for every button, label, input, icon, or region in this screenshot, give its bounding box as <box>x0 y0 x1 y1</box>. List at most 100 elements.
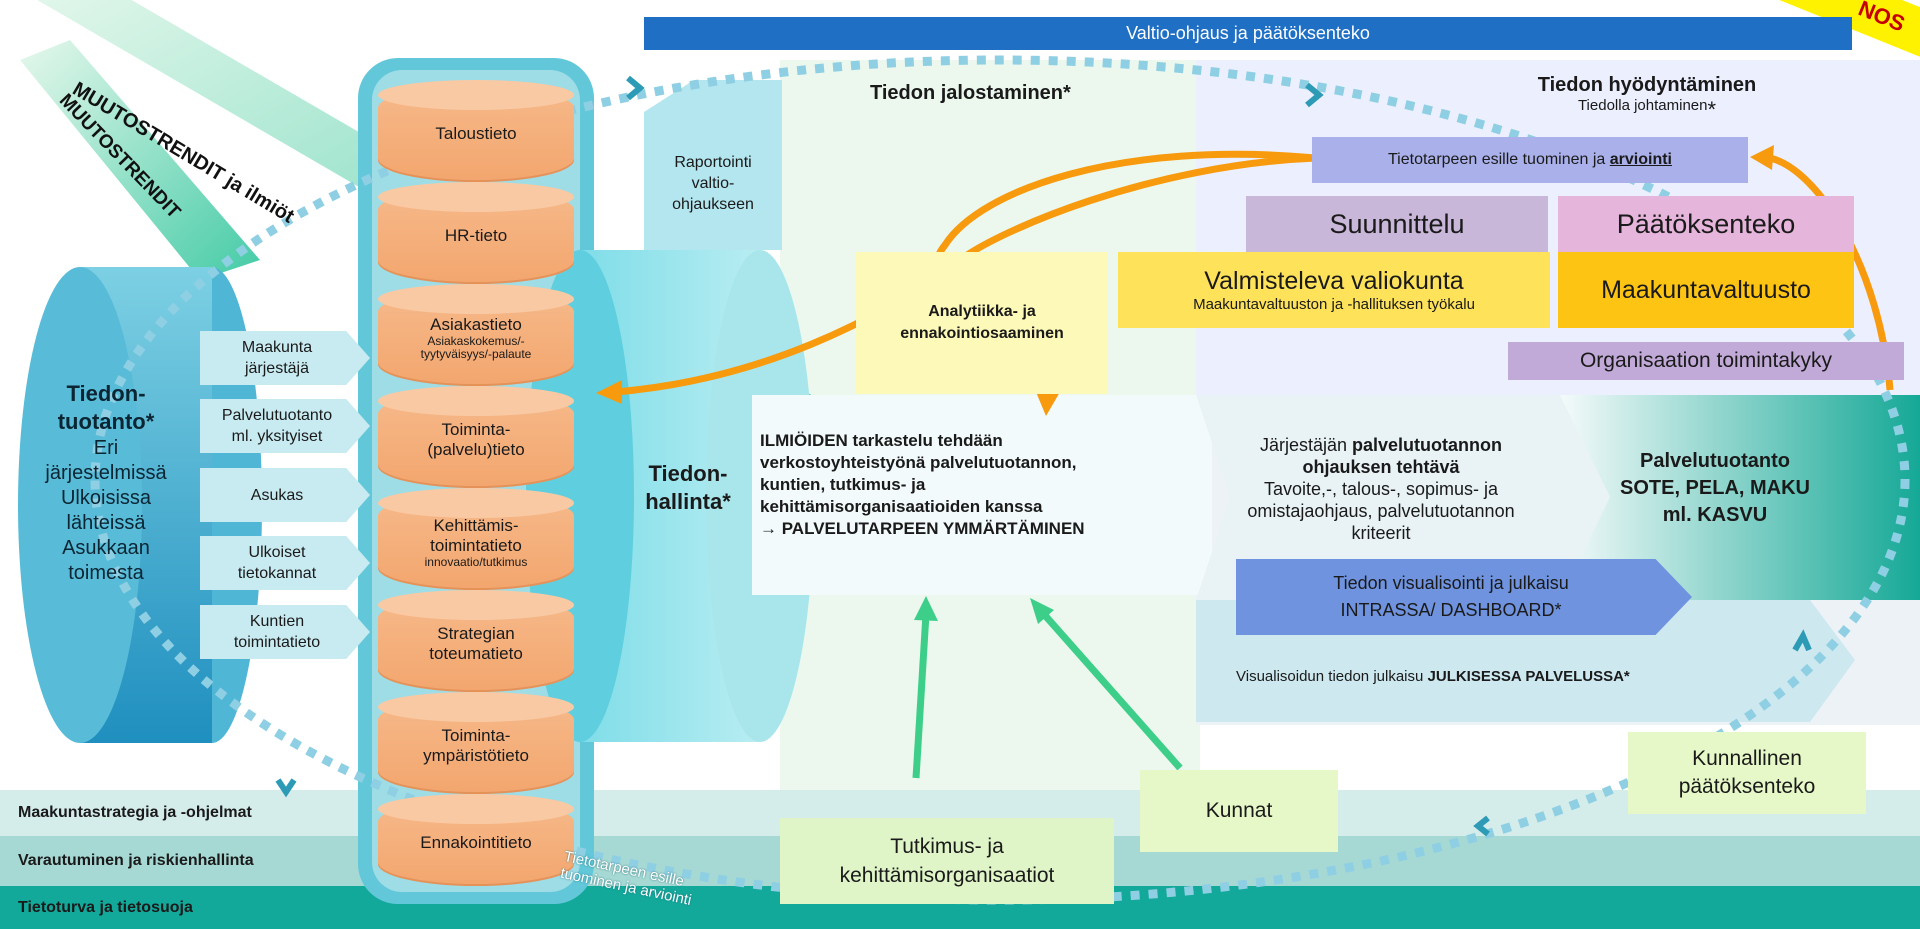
reporting-arrow-tip <box>644 82 782 112</box>
loop-chevron-5 <box>275 778 297 798</box>
needs-bold: arviointi <box>1609 151 1672 168</box>
management-label: Tiedon- hallinta* <box>645 461 731 514</box>
committee-title: Valmisteleva valiokunta <box>1204 267 1464 295</box>
production-line-1: Eri <box>93 437 119 459</box>
production-block: Tiedon- tuotanto* Eri järjestelmissä Ulk… <box>22 380 190 586</box>
planning-label: Suunnittelu <box>1329 208 1465 239</box>
needs-text: Tietotarpeen esille tuominen ja <box>1388 151 1610 168</box>
loop-chevron-1 <box>626 75 645 101</box>
trend-arrow-secondary-bg <box>20 40 260 280</box>
green-arrow-municipalities-head <box>1030 598 1054 624</box>
utilization-header: Tiedon hyödyntäminen Tiedolla johtaminen… <box>1482 74 1812 123</box>
phenomena-text: ILMIÖIDEN tarkastelu tehdään verkostoyht… <box>760 431 1077 516</box>
refining-title: Tiedon jalostaminen* <box>870 82 1071 104</box>
planning-box: Suunnittelu <box>1246 196 1548 252</box>
stack-disk-hr: HR-tieto <box>378 182 574 284</box>
stack-sub-development: innovaatio/tutkimus <box>424 554 528 569</box>
utilization-subtitle-text: Tiedolla johtaminen <box>1577 97 1708 114</box>
municipal-decision-box: Kunnallinen päätöksenteko <box>1628 732 1866 814</box>
municipalities-box: Kunnat <box>1140 770 1338 852</box>
municipal-decision-label: Kunnallinen päätöksenteko <box>1678 747 1816 798</box>
org-capacity-box: Organisaation toimintakyky <box>1508 342 1904 380</box>
stack-label-foresight: Ennakointitieto <box>420 833 532 852</box>
loop-chevron-3 <box>1792 629 1812 652</box>
committee-sub: Maakuntavaltuuston ja -hallituksen työka… <box>1193 296 1475 313</box>
stack-label-environment: Toiminta- ympäristötieto <box>423 726 529 765</box>
research-orgs-box: Tutkimus- ja kehittämisorganisaatiot <box>780 818 1114 904</box>
municipalities-label: Kunnat <box>1205 799 1273 822</box>
green-arrow-research-head <box>914 596 938 621</box>
public-release-bold: JULKISESSA PALVELUSSA* <box>1427 668 1630 685</box>
source-arrow-municipal: Kuntien toimintatieto <box>200 605 370 659</box>
public-release-plain: Visualisoidun tiedon julkaisu <box>1236 668 1428 685</box>
stack-disk-operations: Toiminta- (palvelu)tieto <box>378 386 574 488</box>
service-chevron-bg <box>1560 395 1920 600</box>
loop-chevron-4 <box>1473 815 1490 837</box>
band-security: Tietoturva ja tietosuoja <box>0 886 600 929</box>
steering-rest: Tavoite,-, talous-, sopimus- ja omistaja… <box>1247 479 1515 543</box>
committee-box: Valmisteleva valiokunta Maakuntavaltuust… <box>1118 252 1550 328</box>
production-line-6: toimesta <box>68 562 144 584</box>
phenomena-block: ILMIÖIDEN tarkastelu tehdään verkostoyht… <box>760 430 1190 540</box>
band-risk: Varautuminen ja riskienhallinta <box>0 836 600 886</box>
reporting-label: Raportointi valtio- ohjaukseen <box>672 154 754 213</box>
analytics-label: Analytiikka- ja ennakointiosaaminen <box>900 303 1064 342</box>
top-bar: Valtio-ohjaus ja päätöksenteko <box>644 17 1852 50</box>
utilization-title: Tiedon hyödyntäminen <box>1537 74 1757 96</box>
stack-disk-strategy: Strategian toteumatieto <box>378 590 574 692</box>
analytics-box: Analytiikka- ja ennakointiosaaminen <box>856 252 1108 394</box>
utilization-asterisk: * <box>1707 97 1717 122</box>
production-line-3: Ulkoisissa <box>60 487 152 509</box>
public-release-text: Visualisoidun tiedon julkaisu JULKISESSA… <box>1236 668 1630 685</box>
production-title: Tiedon- tuotanto* <box>57 381 155 434</box>
source-arrow-external: Ulkoiset tietokannat <box>200 536 370 590</box>
source-arrow-production: Palvelutuotanto ml. yksityiset <box>200 399 370 453</box>
source-label-municipal: Kuntien toimintatieto <box>233 613 321 651</box>
stack-label-development: Kehittämis- toimintatieto <box>430 515 522 555</box>
decision-label: Päätöksenteko <box>1616 208 1796 239</box>
steering-line-1-bold: palvelutuotannon <box>1352 435 1503 455</box>
stack-disk-customer: Asiakastieto Asiakaskokemus/- tyytyväisy… <box>378 284 574 386</box>
decision-box: Päätöksenteko <box>1558 196 1854 252</box>
production-cylinder-left <box>18 267 142 743</box>
org-capacity-label: Organisaation toimintakyky <box>1579 349 1833 372</box>
source-arrow-resident: Asukas <box>200 468 370 522</box>
needs-box: Tietotarpeen esille tuominen ja arvioint… <box>1312 137 1748 183</box>
stack-label-customer: Asiakastieto <box>430 315 522 334</box>
source-label-resident: Asukas <box>250 486 304 504</box>
band-risk-label: Varautuminen ja riskienhallinta <box>18 852 254 869</box>
phenomena-arrow-line: → PALVELUTARPEEN YMMÄRTÄMINEN <box>760 519 1085 538</box>
stack-label-finance: Taloustieto <box>435 124 517 143</box>
visualization-chevron: Tiedon visualisointi ja julkaisu INTRASS… <box>1236 559 1692 635</box>
stack-label-strategy: Strategian toteumatieto <box>429 624 523 663</box>
steering-line-1-plain: Järjestäjän <box>1259 435 1353 455</box>
stack-label-hr: HR-tieto <box>444 226 508 245</box>
green-arrow-research <box>912 613 930 779</box>
production-line-2: järjestelmissä <box>45 462 167 484</box>
steering-block: Järjestäjän palvelutuotannon ohjauksen t… <box>1216 434 1546 544</box>
utilization-subtitle: Tiedolla johtaminen* <box>1578 97 1716 123</box>
source-label-external: Ulkoiset tietokannat <box>237 544 317 582</box>
reporting-arrow-bg <box>644 80 782 250</box>
stack-disk-environment: Toiminta- ympäristötieto <box>378 692 574 794</box>
stack-disk-finance: Taloustieto <box>378 80 574 182</box>
stack-sub-customer: Asiakaskokemus/- tyytyväisyys/-palaute <box>420 334 532 361</box>
green-arrow-municipalities <box>1039 609 1183 771</box>
production-line-5: Asukkaan <box>62 537 150 559</box>
service-production-label: Palvelutuotanto SOTE, PELA, MAKU ml. KAS… <box>1619 450 1810 526</box>
loop-chevron-2 <box>1305 82 1324 108</box>
council-label: Maakuntavaltuusto <box>1601 275 1811 304</box>
steering-chevron-bg <box>1196 395 1610 600</box>
top-bar-label: Valtio-ohjaus ja päätöksenteko <box>1126 23 1370 43</box>
orange-arrow-to-needs-head <box>1750 145 1774 170</box>
stack-label-operations: Toiminta- (palvelu)tieto <box>427 420 525 459</box>
production-line-4: lähteissä <box>66 512 146 534</box>
steering-line-1: Järjestäjän palvelutuotannon <box>1260 434 1502 456</box>
band-security-label: Tietoturva ja tietosuoja <box>18 898 193 916</box>
orange-arrow-to-phenomena-head <box>1036 392 1060 416</box>
stack-disk-development: Kehittämis- toimintatieto innovaatio/tut… <box>378 488 574 590</box>
band-strategy: Maakuntastrategia ja -ohjelmat <box>0 790 600 836</box>
steering-line-2: ohjauksen tehtävä <box>1302 457 1460 477</box>
orange-arrow-to-management-head <box>596 380 622 404</box>
visualization-label: Tiedon visualisointi ja julkaisu INTRASS… <box>1333 573 1569 620</box>
